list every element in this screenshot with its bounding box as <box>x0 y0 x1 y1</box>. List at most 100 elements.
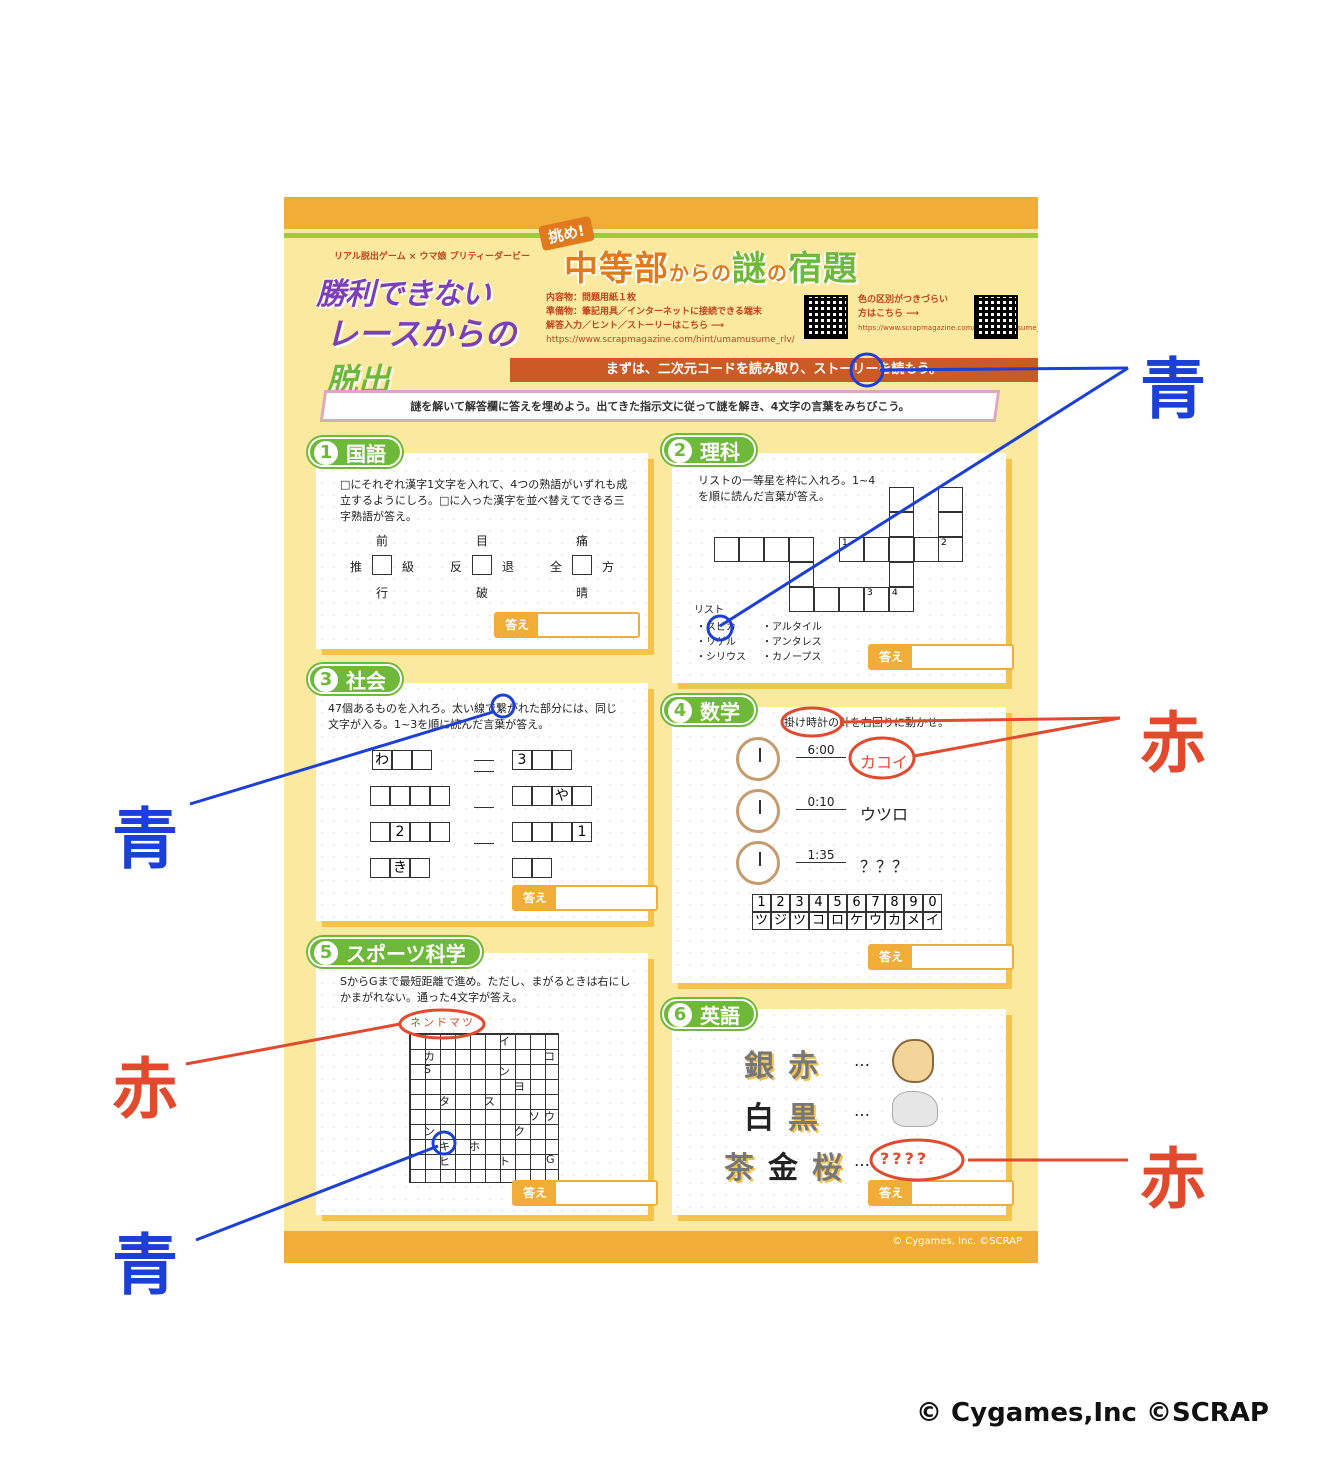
puzzle-cell[interactable] <box>410 858 430 878</box>
color-kanji: 銀 <box>744 1049 774 1084</box>
crossword-cell[interactable]: 2 <box>938 537 963 562</box>
puzzle-cell[interactable] <box>370 822 390 842</box>
maze-char: ヨ <box>514 1080 525 1093</box>
ellipsis: … <box>854 1101 870 1120</box>
ellipsis: … <box>854 1151 870 1170</box>
dash <box>474 807 494 808</box>
kanji: 方 <box>602 560 615 574</box>
crossword-cell[interactable] <box>938 512 963 537</box>
puzzle-cell[interactable] <box>512 786 532 806</box>
color-kanji: 桜 <box>812 1151 842 1186</box>
story-bar: まずは、二次元コードを読み取り、ストーリーを読もう。 <box>510 358 1038 382</box>
maze-char: ト <box>499 1155 510 1168</box>
answer-box-sugaku[interactable]: 答え <box>868 944 1014 970</box>
puzzle-cell[interactable]: 2 <box>390 822 410 842</box>
maze-top-label: ネンドマツ <box>410 1016 475 1029</box>
puzzle-cell[interactable] <box>572 786 592 806</box>
kanji-blank-box[interactable] <box>372 555 392 575</box>
puzzle-cell[interactable] <box>532 750 552 770</box>
answer-box-rika[interactable]: 答え <box>868 644 1014 670</box>
puzzle-cell[interactable] <box>552 750 572 770</box>
clock-answer: ？？？ <box>860 857 909 876</box>
crossword-cell[interactable] <box>789 587 814 612</box>
sheet-copyright: © Cygames, Inc. ©SCRAP <box>892 1236 1022 1247</box>
puzzle-cell[interactable] <box>410 822 430 842</box>
puzzle-cell[interactable] <box>370 858 390 878</box>
clock-time: 0:10 <box>796 795 846 810</box>
clock-time: 1:35 <box>796 848 846 863</box>
puzzle-cell[interactable] <box>430 822 450 842</box>
crossword-cell[interactable]: 1 <box>839 537 864 562</box>
ellipsis: … <box>854 1051 870 1070</box>
crossword-cell[interactable] <box>789 562 814 587</box>
puzzle-cell[interactable] <box>390 786 410 806</box>
crossword-cell[interactable] <box>714 537 739 562</box>
puzzle-cell[interactable] <box>532 858 552 878</box>
crossword-cell[interactable] <box>739 537 764 562</box>
crossword-cell[interactable] <box>889 562 914 587</box>
puzzle-cell[interactable] <box>430 786 450 806</box>
sugaku-text: 掛け時計の針を右回りに動かせ。 <box>784 716 949 729</box>
answer-box-kokugo[interactable]: 答え <box>494 612 640 638</box>
kanji: 全 <box>550 560 563 574</box>
code-cell: 6 <box>847 894 866 912</box>
crossword-cell[interactable] <box>889 512 914 537</box>
puzzle-cell[interactable]: わ <box>372 750 392 770</box>
code-cell: 4 <box>809 894 828 912</box>
kanji: 反 <box>450 560 463 574</box>
puzzle-cell[interactable]: き <box>390 858 410 878</box>
puzzle-cell[interactable]: や <box>552 786 572 806</box>
logo-line-2: レースからの脱出 <box>326 315 517 399</box>
crossword-cell[interactable] <box>889 487 914 512</box>
puzzle-cell[interactable] <box>532 822 552 842</box>
kanji-blank-box[interactable] <box>472 555 492 575</box>
color-kanji: 金 <box>768 1151 798 1186</box>
crossword-cell[interactable] <box>764 537 789 562</box>
dash <box>474 771 494 772</box>
puzzle-cell[interactable] <box>532 786 552 806</box>
annotation-red: 赤 <box>1140 1141 1206 1218</box>
puzzle-cell[interactable] <box>370 786 390 806</box>
code-cell: 0 <box>923 894 942 912</box>
puzzle-cell[interactable] <box>392 750 412 770</box>
maze-char: G <box>546 1153 555 1166</box>
crossword-cell[interactable]: 3 <box>864 587 889 612</box>
clock-icon <box>736 841 780 885</box>
crossword-cell[interactable] <box>789 537 814 562</box>
puzzle-cell[interactable]: 1 <box>572 822 592 842</box>
code-cell: 7 <box>866 894 885 912</box>
puzzle-cell[interactable] <box>512 858 532 878</box>
maze-char: ウ <box>544 1110 555 1123</box>
puzzle-cell[interactable] <box>412 750 432 770</box>
qr-code-hint[interactable] <box>804 295 848 339</box>
answer-box-shakai[interactable]: 答え <box>512 885 658 911</box>
instruction-text: 謎を解いて解答欄に答えを埋めよう。出てきた指示文に従って謎を解き、4文字の言葉を… <box>410 400 910 413</box>
qr-code-color[interactable] <box>974 295 1018 339</box>
crossword-cell[interactable] <box>889 537 914 562</box>
crossword-cell[interactable] <box>914 537 939 562</box>
star-list-item: ・アルタイル <box>762 622 822 633</box>
crossword-cell[interactable] <box>864 537 889 562</box>
star-list-item: ・アンタレス <box>762 637 822 648</box>
puzzle-cell[interactable] <box>512 822 532 842</box>
kanji: 退 <box>502 560 515 574</box>
crossword-cell[interactable] <box>938 487 963 512</box>
star-list-item: ・シリウス <box>696 652 746 663</box>
kanji-blank-box[interactable] <box>572 555 592 575</box>
puzzle-cell[interactable]: 3 <box>512 750 532 770</box>
credit: © Cygames,Inc ©SCRAP <box>916 1398 1269 1428</box>
kanji: 痛 <box>576 534 589 548</box>
answer-box-eigo[interactable]: 答え <box>868 1180 1014 1206</box>
puzzle-cell[interactable] <box>552 822 572 842</box>
puzzle-cell[interactable] <box>410 786 430 806</box>
crossword-cell[interactable] <box>814 587 839 612</box>
crossword-cell[interactable]: 4 <box>889 587 914 612</box>
pre-title: リアル脱出ゲーム × ウマ娘 プリティーダービー <box>334 252 531 262</box>
annotation-blue: 青 <box>112 1227 178 1304</box>
kanji: 目 <box>476 534 489 548</box>
answer-box-sports[interactable]: 答え <box>512 1180 658 1206</box>
crossword-cell[interactable] <box>839 587 864 612</box>
